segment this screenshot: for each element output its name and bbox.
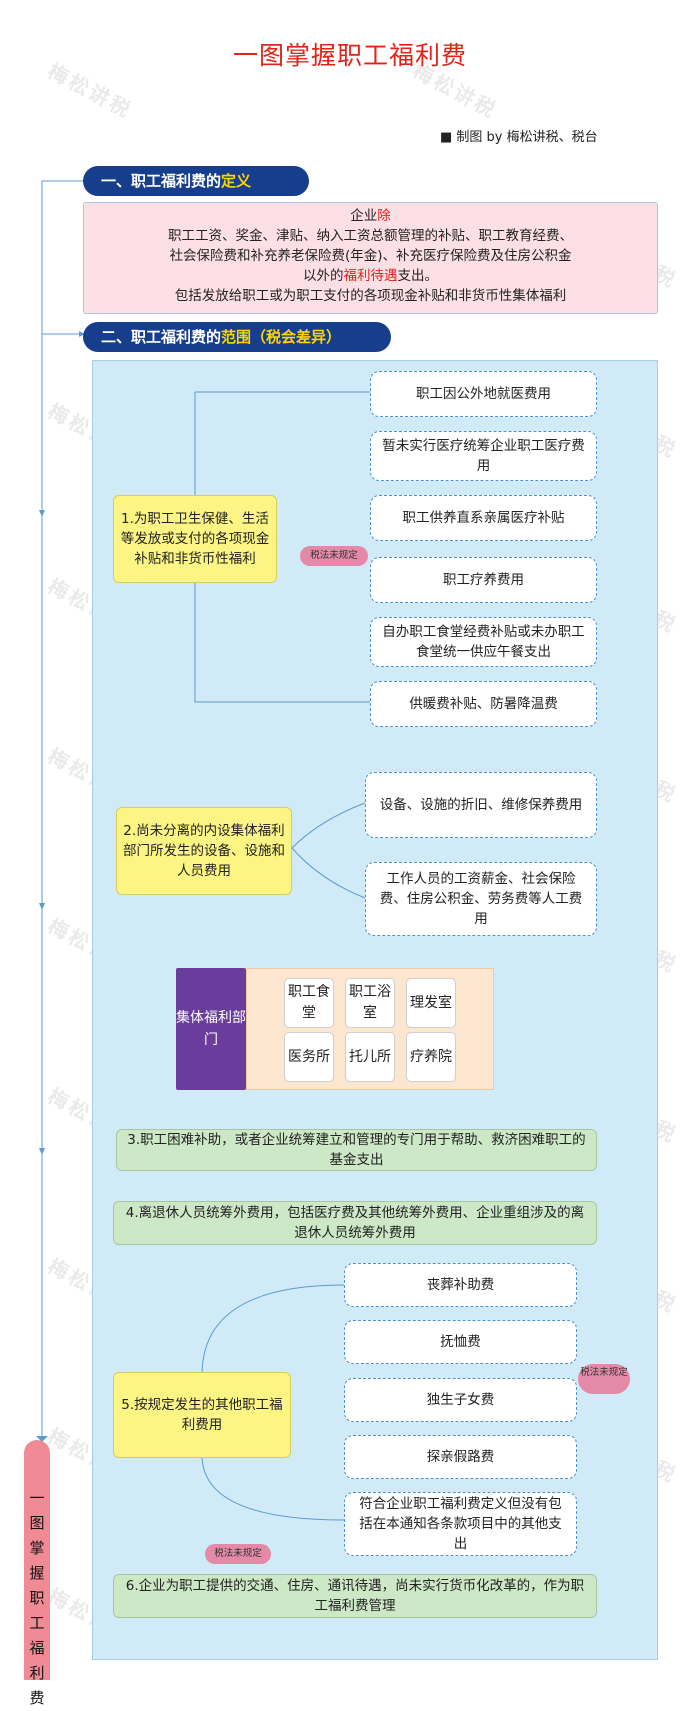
item-5-child-2: 抚恤费 (344, 1320, 577, 1364)
dept-cell: 职工食堂 (284, 978, 334, 1028)
item-1-child-4: 职工疗养费用 (370, 557, 597, 603)
tax-law-tag: 税法未规定 (205, 1544, 271, 1564)
sidebar-char: 费 (29, 1689, 45, 1707)
dept-cell: 疗养院 (406, 1032, 456, 1082)
item-4-box: 4.离退休人员统筹外费用，包括医疗费及其他统筹外费用、企业重组涉及的离退休人员统… (113, 1201, 597, 1245)
item-5-child-4: 探亲假路费 (344, 1435, 577, 1479)
section-header-scope: 二、职工福利费的范围（税会差异） (83, 322, 391, 352)
sidebar-char: 握 (29, 1564, 45, 1582)
sidebar-char: 职 (29, 1589, 45, 1607)
sidebar-char: 图 (29, 1514, 45, 1532)
tax-law-tag: 税法未规定 (300, 546, 368, 566)
sidebar-char: 工 (29, 1614, 45, 1632)
item-1-child-6: 供暖费补贴、防暑降温费 (370, 681, 597, 727)
item-6-box: 6.企业为职工提供的交通、住房、通讯待遇，尚未实行货币化改革的，作为职工福利费管… (113, 1574, 597, 1618)
spine-line (41, 180, 83, 1440)
definition-line-4: 以外的福利待遇支出。 (303, 268, 438, 284)
sidebar-label: 一图掌握职工福利费 (24, 1440, 50, 1707)
section-header-definition: 一、职工福利费的定义 (83, 166, 309, 196)
connector-lines (36, 180, 370, 1521)
dept-cell: 理发室 (406, 978, 456, 1028)
section-header-text: 一、职工福利费的 (101, 172, 222, 190)
definition-box: 企业除 职工工资、奖金、津贴、纳入工资总额管理的补贴、职工教育经费、 社会保险费… (83, 202, 658, 314)
item-5-child-1: 丧葬补助费 (344, 1263, 577, 1307)
sidebar-char: 掌 (29, 1539, 45, 1557)
page-title: 一图掌握职工福利费 (232, 41, 467, 70)
section-header-highlight: 范围（税会差异） (221, 328, 342, 346)
item-5-child-3: 独生子女费 (344, 1378, 577, 1422)
credit-text: ■ 制图 by 梅松讲税、税台 (440, 130, 598, 145)
sidebar-char: 一 (29, 1489, 45, 1507)
item-5-child-5: 符合企业职工福利费定义但没有包括在本通知各条款项目中的其他支出 (344, 1492, 577, 1556)
definition-line-1: 企业除 (350, 208, 391, 224)
tax-law-tag: 税法未规定 (578, 1364, 630, 1394)
item-1-box: 1.为职工卫生保健、生活等发放或支付的各项现金补贴和非货币性福利 (113, 495, 277, 583)
sidebar-char: 福 (29, 1639, 45, 1657)
sidebar-char: 利 (29, 1664, 45, 1682)
item-2-box: 2.尚未分离的内设集体福利部门所发生的设备、设施和人员费用 (116, 807, 292, 895)
item-1-child-5: 自办职工食堂经费补贴或未办职工食堂统一供应午餐支出 (370, 617, 597, 667)
dept-cell: 医务所 (284, 1032, 334, 1082)
item-3-box: 3.职工困难补助，或者企业统筹建立和管理的专门用于帮助、救济困难职工的基金支出 (116, 1129, 597, 1171)
item-2-child-1: 设备、设施的折旧、维修保养费用 (365, 772, 597, 838)
item-1-child-1: 职工因公外地就医费用 (370, 371, 597, 417)
definition-line-5: 包括发放给职工或为职工支付的各项现金补贴和非货币性集体福利 (174, 288, 567, 304)
dept-cell: 职工浴室 (345, 978, 395, 1028)
item-5-box: 5.按规定发生的其他职工福利费用 (113, 1372, 291, 1458)
definition-line-3: 社会保险费和补充养老保险费(年金)、补充医疗保险费及住房公积金 (169, 248, 572, 264)
dept-label: 集体福利部门 (176, 968, 246, 1090)
item-1-child-2: 暂未实行医疗统筹企业职工医疗费用 (370, 431, 597, 481)
item-2-child-2: 工作人员的工资薪金、社会保险费、住房公积金、劳务费等人工费用 (365, 862, 597, 936)
definition-line-2: 职工工资、奖金、津贴、纳入工资总额管理的补贴、职工教育经费、 (168, 228, 573, 244)
section-header-text: 二、职工福利费的 (101, 328, 222, 346)
dept-cell: 托儿所 (345, 1032, 395, 1082)
item-1-child-3: 职工供养直系亲属医疗补贴 (370, 495, 597, 541)
section-header-highlight: 定义 (221, 172, 252, 190)
